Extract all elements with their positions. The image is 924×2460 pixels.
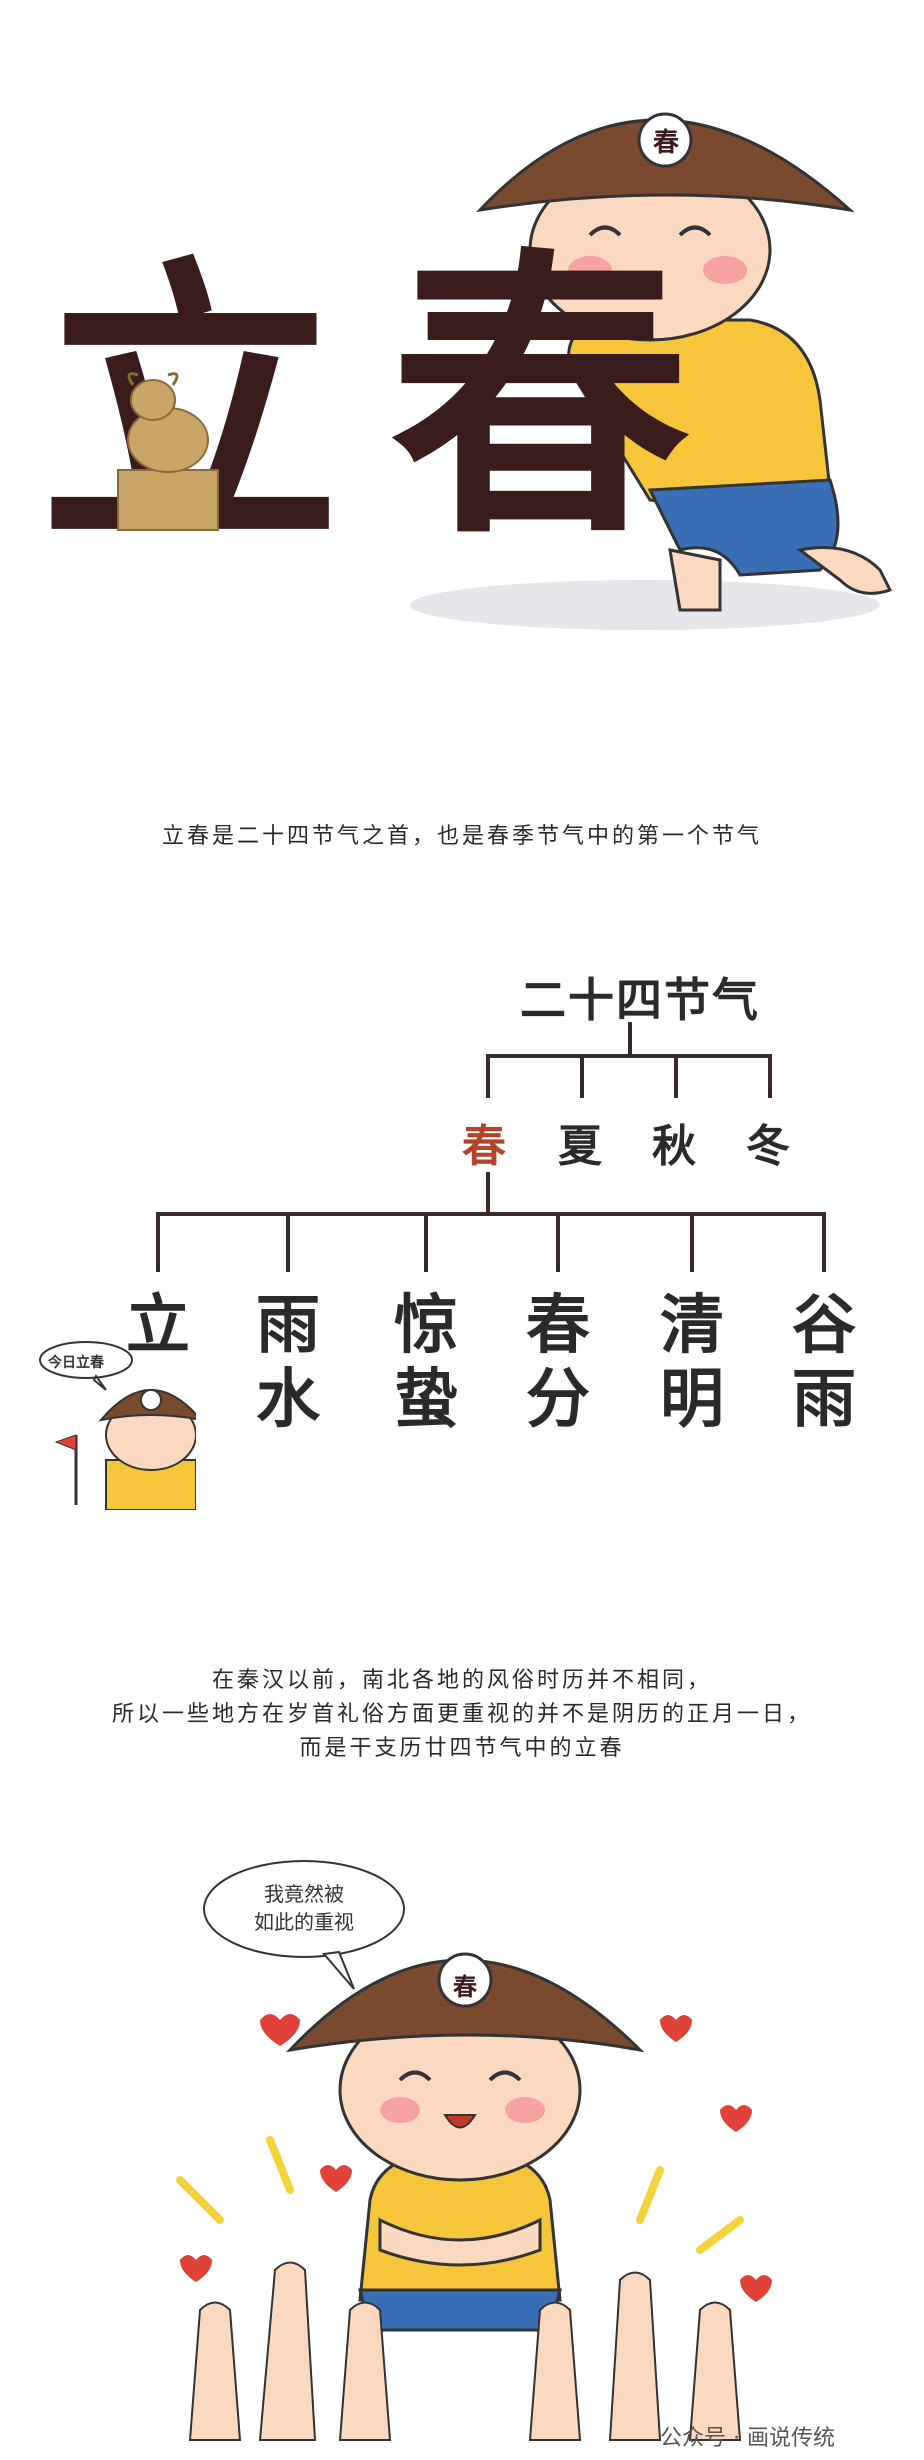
ground-shadow <box>410 580 880 630</box>
speech-bubble-text: 我竟然被 如此的重视 <box>254 1882 354 1934</box>
term-chunfen: 春分 <box>526 1289 590 1437</box>
season-autumn: 秋 <box>652 1121 696 1172</box>
hat-badge-2: 春 <box>453 1973 477 2001</box>
tree-root: 二十四节气 <box>520 973 760 1027</box>
footer-label: 公众号 · 画说传统 <box>660 2426 835 2451</box>
title-char-chun: 春 <box>390 225 690 574</box>
term-lichun: 立春 <box>126 1289 190 1363</box>
speech-bubble <box>203 1860 405 1990</box>
season-spring: 春 <box>462 1121 506 1172</box>
term-qingming: 清明 <box>660 1289 724 1437</box>
term-jingzhe: 惊蛰 <box>394 1289 458 1437</box>
term-guyu: 谷雨 <box>792 1289 856 1437</box>
celebration-section: 我竟然被 如此的重视 春 <box>0 1840 924 2460</box>
hat-badge: 春 <box>652 128 679 158</box>
solar-term-tree: 二十四节气 春 夏 秋 冬 立春 雨水 惊蛰 春分 清明 谷雨 <box>0 950 924 1550</box>
today-label: 今日立春 <box>48 1355 104 1371</box>
ox-statue-icon <box>117 372 219 531</box>
small-mascot-flag <box>39 1341 196 1510</box>
hearts-icon <box>176 2014 772 2441</box>
hero-section: 春 立 春 <box>0 0 924 680</box>
history-paragraph: 在秦汉以前，南北各地的风俗时历并不相同， 所以一些地方在岁首礼俗方面更重视的并不… <box>0 1664 924 1766</box>
mascot-arms-crossed <box>285 1952 645 2332</box>
intro-text: 立春是二十四节气之首，也是春季节气中的第一个节气 <box>161 824 762 849</box>
mascot-hugging <box>475 112 893 612</box>
season-summer: 夏 <box>558 1121 602 1172</box>
history-line-3: 而是干支历廿四节气中的立春 <box>299 1736 625 1761</box>
season-winter: 冬 <box>746 1121 790 1172</box>
history-line-1: 在秦汉以前，南北各地的风俗时历并不相同， <box>211 1668 712 1693</box>
term-yushui: 雨水 <box>256 1289 320 1437</box>
history-line-2: 所以一些地方在岁首礼俗方面更重视的并不是阴历的正月一日， <box>111 1702 812 1727</box>
